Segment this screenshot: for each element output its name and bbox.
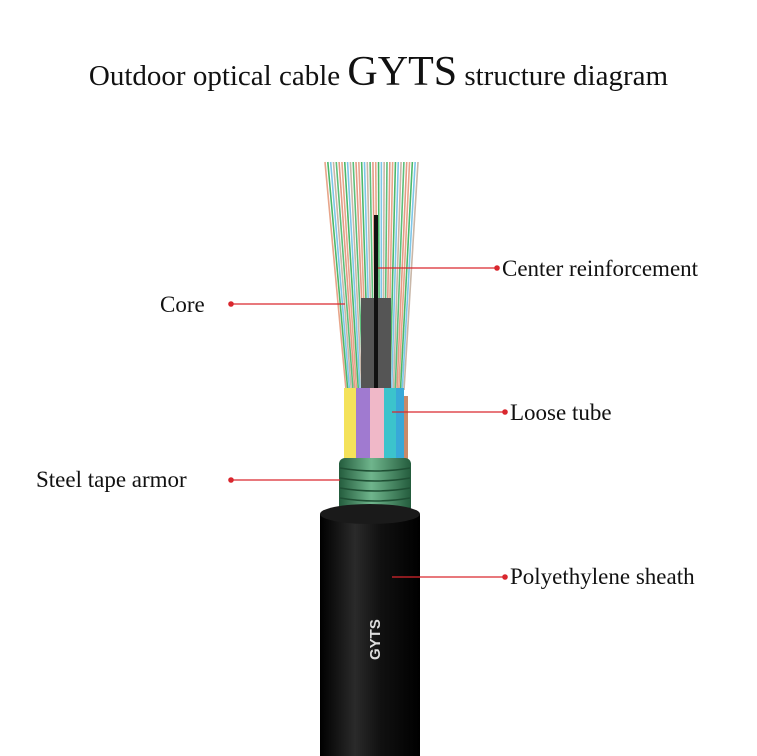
optical-fiber <box>335 161 354 391</box>
cable-print: GYTS <box>367 619 384 660</box>
label-core: Core <box>160 292 205 317</box>
optical-fiber <box>401 161 416 391</box>
optical-fiber <box>327 161 349 391</box>
title-suffix: structure diagram <box>457 60 669 92</box>
optical-fiber <box>324 161 347 391</box>
optical-fiber <box>349 161 363 391</box>
optical-fiber <box>332 161 353 391</box>
title-model: GYTS <box>347 49 458 95</box>
optical-fiber <box>341 161 358 391</box>
optical-fiber <box>397 161 411 391</box>
optical-fiber <box>343 161 360 391</box>
optical-fiber <box>346 161 361 391</box>
optical-fiber <box>396 161 408 391</box>
polyethylene-sheath <box>320 504 420 756</box>
optical-fiber <box>329 161 351 391</box>
optical-fiber <box>403 161 419 391</box>
optical-fiber <box>338 161 356 391</box>
label-center-reinforcement: Center reinforcement <box>502 256 699 281</box>
optical-fiber <box>392 161 402 391</box>
center-reinforcement-member <box>361 215 391 390</box>
loose-tubes <box>344 388 408 460</box>
leader-lines <box>228 265 508 580</box>
label-loose-tube: Loose tube <box>510 400 612 425</box>
diagram-title: Outdoor optical cable GYTS structure dia… <box>0 48 757 96</box>
optical-fiber <box>394 161 405 391</box>
label-polyethylene-sheath: Polyethylene sheath <box>510 564 695 589</box>
label-steel-tape-armor: Steel tape armor <box>36 467 187 492</box>
optical-fiber <box>390 161 400 391</box>
title-prefix: Outdoor optical cable <box>88 60 348 92</box>
optical-fiber <box>399 161 414 391</box>
